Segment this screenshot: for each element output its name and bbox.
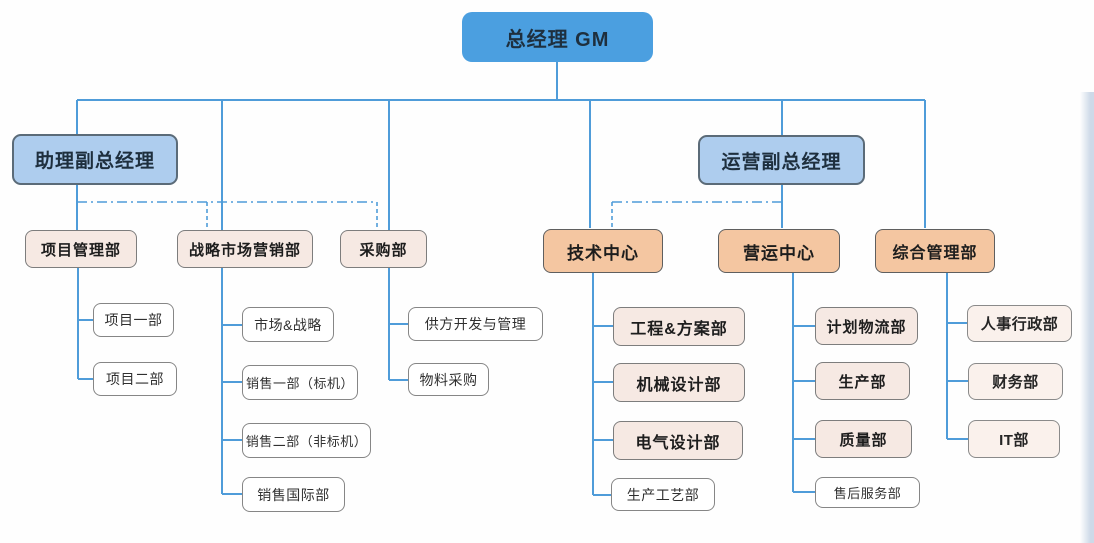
node-sub-engineering-solutions: 工程&方案部 (613, 307, 745, 346)
node-sub-supplier-development: 供方开发与管理 (408, 307, 543, 341)
node-dept-technology-center: 技术中心 (543, 229, 663, 273)
node-sub-hr-admin: 人事行政部 (967, 305, 1072, 342)
node-gm: 总经理 GM (462, 12, 653, 62)
node-sub-mechanical-design: 机械设计部 (613, 363, 745, 402)
node-dept-procurement: 采购部 (340, 230, 427, 268)
node-dept-general-management: 综合管理部 (875, 229, 995, 273)
node-sub-planning-logistics: 计划物流部 (815, 307, 918, 345)
node-sub-electrical-design: 电气设计部 (613, 421, 743, 460)
node-sub-after-sales-service: 售后服务部 (815, 477, 920, 508)
node-sub-production-process: 生产工艺部 (611, 478, 715, 511)
node-dept-strategic-marketing: 战略市场营销部 (177, 230, 313, 268)
node-sub-project-dept-2: 项目二部 (93, 362, 177, 396)
node-sub-international-sales: 销售国际部 (242, 477, 345, 512)
node-sub-quality: 质量部 (815, 420, 912, 458)
node-dept-operations-center: 营运中心 (718, 229, 840, 273)
solid-connectors (76, 62, 968, 496)
node-sub-it: IT部 (968, 420, 1060, 458)
node-sub-material-procurement: 物料采购 (408, 363, 489, 396)
node-sub-finance: 财务部 (968, 363, 1063, 400)
dashed-drop-connectors (206, 202, 613, 229)
node-sub-production: 生产部 (815, 362, 910, 400)
node-vp-assistant: 助理副总经理 (12, 134, 178, 185)
node-sub-market-strategy: 市场&战略 (242, 307, 334, 342)
node-vp-operations: 运营副总经理 (698, 135, 865, 185)
node-sub-project-dept-1: 项目一部 (93, 303, 174, 337)
node-dept-project-management: 项目管理部 (25, 230, 137, 268)
node-sub-sales-dept-2: 销售二部（非标机） (242, 423, 371, 458)
scan-edge-shadow (1080, 92, 1094, 543)
node-sub-sales-dept-1: 销售一部（标机） (242, 365, 358, 400)
